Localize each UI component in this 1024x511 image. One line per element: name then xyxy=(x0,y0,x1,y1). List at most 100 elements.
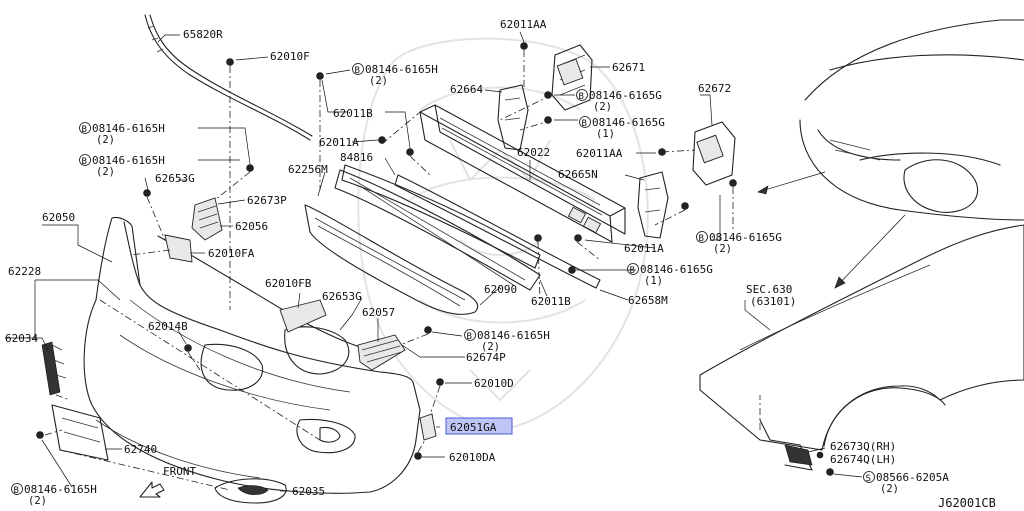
circle-prefix-icon xyxy=(627,263,639,275)
part-number-text: 84816 xyxy=(340,151,373,164)
label-prefix: B xyxy=(699,234,704,244)
clip-62010FA xyxy=(164,234,193,263)
part-number-text: 62050 xyxy=(42,211,75,224)
part-number-text: FRONT xyxy=(163,465,196,478)
part-number-text: 62672 xyxy=(698,82,731,95)
circle-prefix-icon xyxy=(696,231,708,243)
section-sub-text: (63101) xyxy=(750,295,796,308)
label-62035: 62035 xyxy=(292,485,325,498)
label-62653g-mid: 62653G xyxy=(322,290,362,303)
label-62011a-top: 62011A xyxy=(319,136,359,149)
reinforcement-62022 xyxy=(419,104,626,243)
diagram-ref-code: J62001CB xyxy=(938,496,996,510)
label-62010f: 62010F xyxy=(270,50,310,63)
label-62673q: 62673Q(RH) xyxy=(830,440,896,453)
foam-62090 xyxy=(341,164,541,269)
label-prefix: B xyxy=(630,266,635,276)
clip-62010FB xyxy=(279,299,327,333)
label-62014b: 62014B xyxy=(148,320,188,333)
label-front: FRONT xyxy=(163,465,196,478)
part-number-text: 62228 xyxy=(8,265,41,278)
fog-cover-62035 xyxy=(214,478,287,504)
circle-prefix-icon xyxy=(576,89,588,101)
part-number-text: 08146-6165G xyxy=(589,89,662,102)
part-number-text: 65820R xyxy=(183,28,223,41)
part-number-text: 62010F xyxy=(270,50,310,63)
label-prefix: B xyxy=(14,486,19,496)
label-62674q: 62674Q(LH) xyxy=(830,453,896,466)
arrows xyxy=(757,171,906,289)
label-62057: 62057 xyxy=(362,306,395,319)
part-number-text: 62034 xyxy=(5,332,38,345)
label-62658m: 62658M xyxy=(628,294,668,307)
part-number-text: 62740 xyxy=(124,443,157,456)
bracket-62665N xyxy=(637,171,669,239)
part-number-text: 08566-6205A xyxy=(876,471,949,484)
grille-frame-84816 xyxy=(334,169,541,291)
part-number-text: 62011AA xyxy=(500,18,547,31)
part-number-text: 62010DA xyxy=(449,451,496,464)
part-number-text: 62674P xyxy=(466,351,506,364)
label-62011a-mid: 62011A xyxy=(624,242,664,255)
label-62672: 62672 xyxy=(698,82,731,95)
part-number-text: 62653G xyxy=(155,172,195,185)
quantity-text: (2) xyxy=(481,341,500,353)
circle-prefix-icon xyxy=(11,483,23,495)
seal-62034 xyxy=(41,341,67,396)
bracket-62664 xyxy=(497,84,529,151)
label-prefix: B xyxy=(82,157,87,167)
label-62011aa-right: 62011AA xyxy=(576,147,623,160)
label-62011b-top: 62011B xyxy=(333,107,373,120)
quantity-text: (2) xyxy=(880,483,899,495)
part-number-text: 62090 xyxy=(484,283,517,296)
circle-prefix-icon xyxy=(464,329,476,341)
circle-prefix-icon xyxy=(79,154,91,166)
label-62228: 62228 xyxy=(8,265,41,278)
label-bolt-left2: B 08146-6165H(2) xyxy=(79,154,165,178)
part-number-text: 62665N xyxy=(558,168,598,181)
part-number-text: 08146-6165G xyxy=(640,263,713,276)
part-number-text: 62658M xyxy=(628,294,668,307)
fasteners xyxy=(36,42,834,476)
bracket-62671 xyxy=(551,44,593,111)
quantity-text: (2) xyxy=(96,166,115,178)
quantity-text: (2) xyxy=(713,243,732,255)
bracket-62672 xyxy=(692,121,736,186)
vehicle-outline xyxy=(799,19,1024,221)
assembly-lines xyxy=(44,50,761,491)
label-62090: 62090 xyxy=(484,283,517,296)
part-number-text: 62051GA xyxy=(450,421,497,434)
label-62056: 62056 xyxy=(235,220,268,233)
grille-62256M xyxy=(304,204,479,315)
part-number-text: 62674Q(LH) xyxy=(830,453,896,466)
label-prefix: B xyxy=(82,125,87,135)
label-65820r: 65820R xyxy=(183,28,223,41)
quantity-text: (2) xyxy=(369,75,388,87)
label-62011b-mid: 62011B xyxy=(531,295,571,308)
part-number-text: 62010D xyxy=(474,377,514,390)
part-number-text: 62011A xyxy=(319,136,359,149)
label-62010da: 62010DA xyxy=(449,451,496,464)
label-prefix: B xyxy=(582,119,587,129)
part-number-text: 62256M xyxy=(288,163,328,176)
part-number-text: 08146-6165H xyxy=(92,154,165,167)
absorber-62658M xyxy=(394,174,601,289)
bracket-62057 xyxy=(357,334,406,371)
label-62671: 62671 xyxy=(612,61,645,74)
circle-prefix-icon xyxy=(579,116,591,128)
label-62010fa: 62010FA xyxy=(208,247,255,260)
part-number-text: 08146-6165H xyxy=(477,329,550,342)
label-prefix: B xyxy=(467,332,472,342)
label-84816: 84816 xyxy=(340,151,373,164)
label-bolt-mid-h: B 08146-6165H(2) xyxy=(464,329,550,353)
label-62022: 62022 xyxy=(517,146,550,159)
front-arrow xyxy=(139,481,165,498)
quantity-text: (1) xyxy=(596,128,615,140)
label-62050: 62050 xyxy=(42,211,75,224)
